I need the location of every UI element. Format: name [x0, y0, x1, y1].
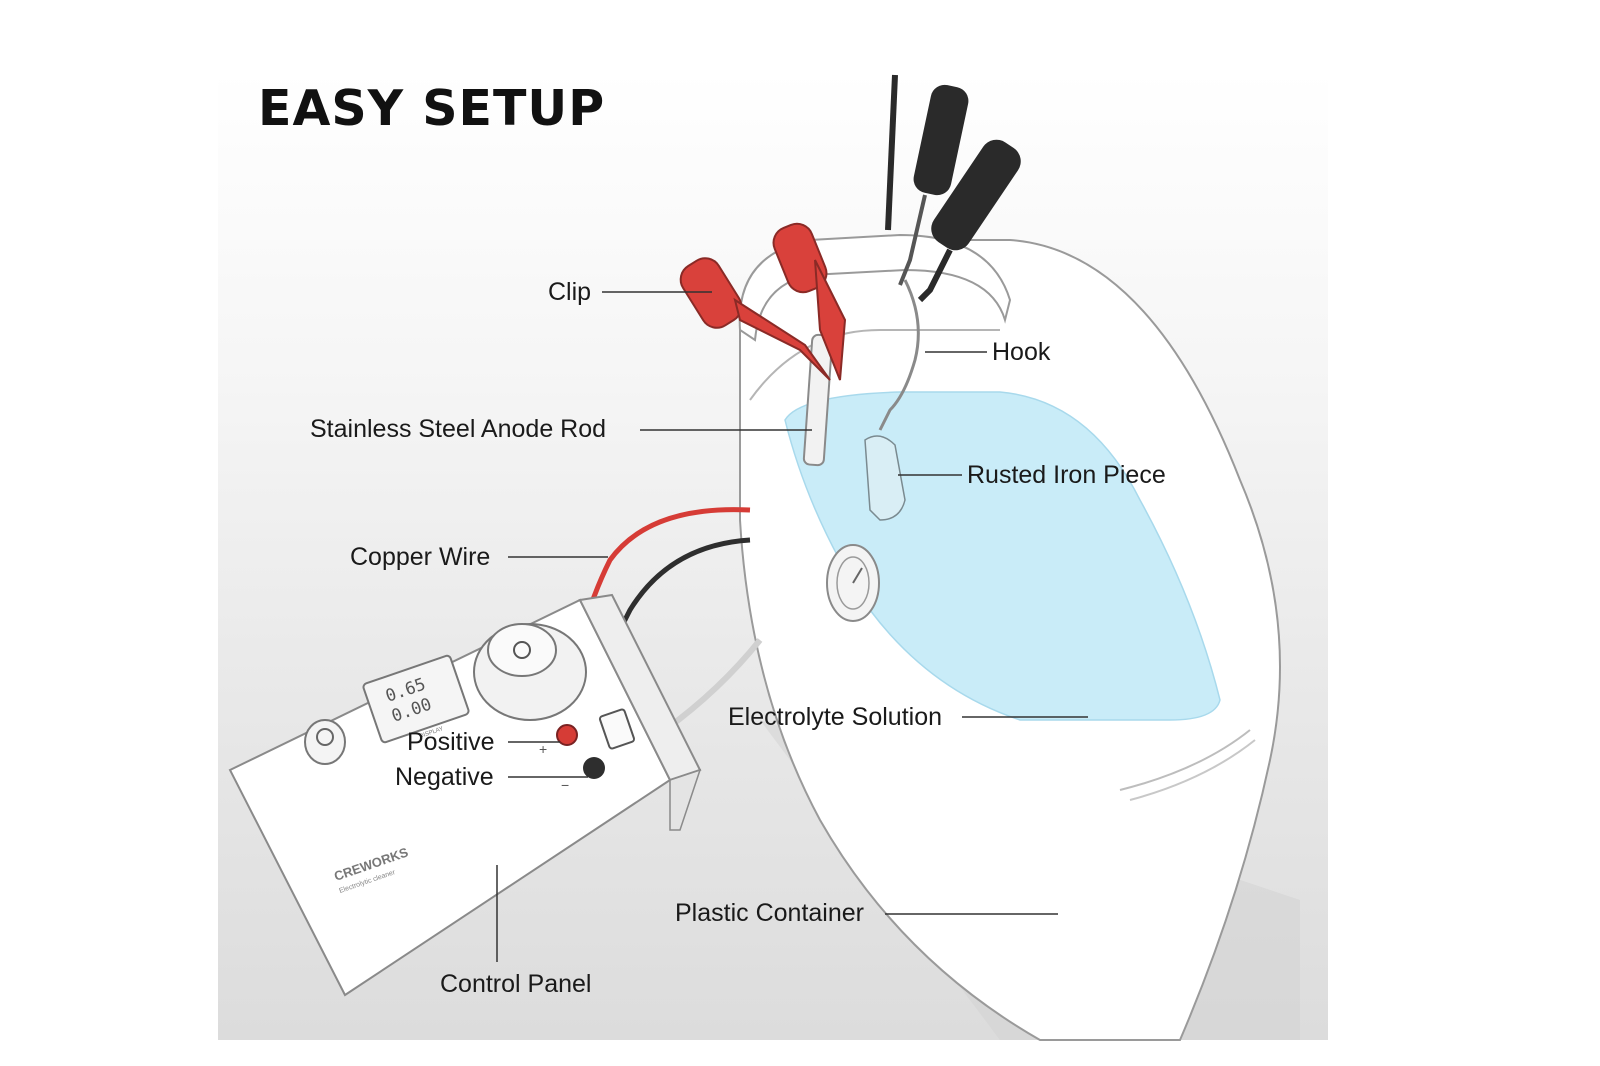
label-hook: Hook [992, 338, 1051, 366]
label-plastic-container: Plastic Container [675, 899, 864, 927]
container-gauge-icon [826, 544, 880, 622]
black-clips-icon [885, 74, 1021, 303]
label-electrolyte: Electrolyte Solution [728, 703, 943, 731]
label-rusted-iron: Rusted Iron Piece [967, 461, 1166, 489]
minus-mark: − [561, 777, 569, 793]
hook-wire [878, 279, 920, 431]
label-positive: Positive [407, 728, 495, 756]
control-panel-device [228, 593, 702, 997]
red-clips-icon [679, 222, 847, 381]
label-copper-wire: Copper Wire [350, 543, 491, 571]
label-anode-rod: Stainless Steel Anode Rod [310, 415, 607, 443]
rusted-iron-piece [864, 435, 906, 521]
plus-mark: + [539, 741, 547, 757]
leader-lines [496, 291, 1088, 962]
label-negative: Negative [395, 763, 494, 791]
label-control-panel: Control Panel [440, 970, 592, 998]
power-cord [663, 638, 763, 733]
page-title: EASY SETUP [258, 80, 606, 137]
label-clip: Clip [548, 278, 592, 306]
